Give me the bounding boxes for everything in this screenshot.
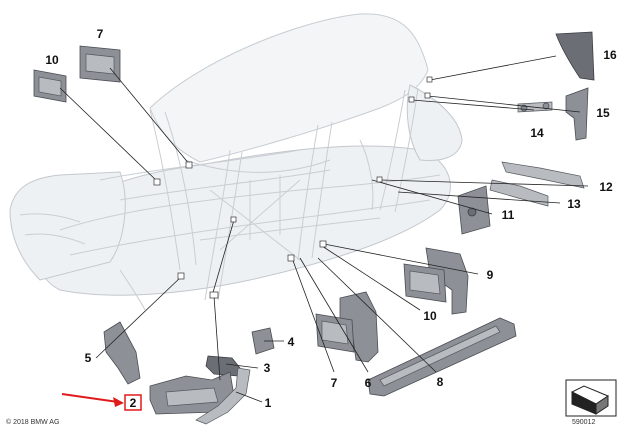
callout-10-bottom: 10 [423, 309, 437, 323]
callout-8: 8 [437, 375, 444, 389]
part-16 [555, 31, 595, 81]
callout-2: 2 [130, 396, 137, 410]
part-10-bottom [403, 263, 447, 303]
vehicle-body-shell [9, 13, 463, 311]
callout-16: 16 [603, 48, 617, 62]
red-arrow-icon [61, 393, 124, 407]
part-1 [195, 367, 251, 425]
part-8 [367, 317, 517, 397]
part-13 [489, 179, 549, 207]
callout-15: 15 [596, 106, 610, 120]
callout-6: 6 [365, 376, 372, 390]
copyright-text: © 2018 BMW AG [6, 418, 59, 426]
highlight-box [124, 394, 142, 411]
callouts: 7 10 16 15 14 12 13 11 9 10 4 3 5 7 6 8 … [45, 27, 617, 410]
callout-1: 1 [265, 396, 272, 410]
part-5 [103, 321, 141, 385]
callout-12: 12 [599, 180, 613, 194]
callout-9: 9 [487, 268, 494, 282]
part-10-top [33, 69, 67, 103]
callout-3: 3 [264, 361, 271, 375]
callout-5: 5 [85, 351, 92, 365]
part-4 [251, 327, 275, 355]
part-2 [149, 371, 235, 415]
callout-10-top: 10 [45, 53, 59, 67]
part-12 [501, 161, 585, 189]
view-orientation-icon [565, 379, 617, 417]
part-3 [205, 355, 241, 377]
callout-7-bottom: 7 [331, 376, 338, 390]
part-15 [565, 87, 589, 141]
diagram-code: 590012 [572, 419, 595, 426]
anchor-points [153, 76, 433, 299]
callout-11: 11 [502, 208, 515, 222]
part-11 [457, 185, 491, 235]
callout-7-top: 7 [97, 27, 104, 41]
callout-14: 14 [530, 126, 544, 140]
callout-4: 4 [288, 335, 295, 349]
callout-13: 13 [567, 197, 581, 211]
part-7-bottom [315, 313, 355, 353]
leader-lines [59, 55, 589, 403]
part-7-top [79, 45, 121, 83]
